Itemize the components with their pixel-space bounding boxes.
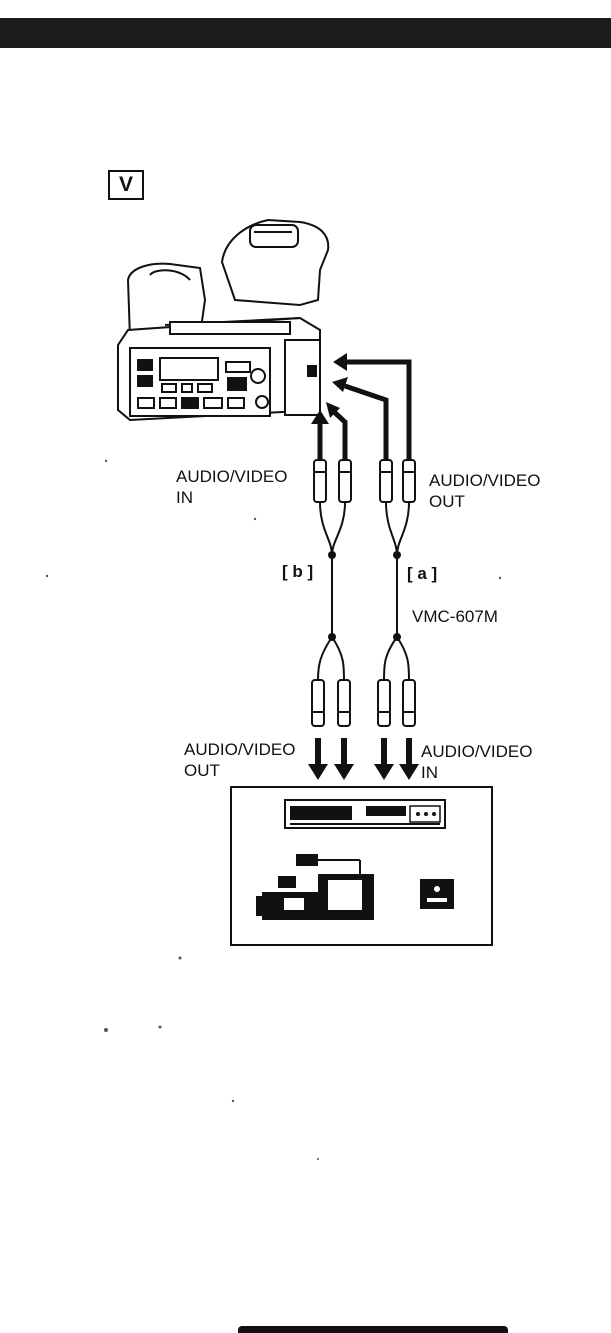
cable-model-label: VMC-607M: [412, 607, 498, 626]
device-out-line-2: OUT: [184, 761, 220, 780]
top-plugs: [313, 459, 416, 503]
camera-out-line-1: AUDIO/VIDEO: [429, 471, 541, 490]
cable-b: [317, 501, 346, 681]
device-out-line-1: AUDIO/VIDEO: [184, 740, 296, 759]
in-arrows: [317, 408, 348, 460]
bottom-plugs: [311, 679, 416, 727]
device-in-line-1: AUDIO/VIDEO: [421, 742, 533, 761]
down-arrows: [315, 738, 412, 766]
camera-in-label: AUDIO/VIDEO IN: [176, 466, 287, 508]
down-arrowheads: [308, 764, 419, 780]
device-out-label: AUDIO/VIDEO OUT: [184, 739, 295, 781]
monitor-icon: [420, 879, 454, 909]
in-arrowheads: [311, 402, 340, 424]
figure-label: V: [108, 170, 144, 200]
cable-a: [383, 501, 410, 681]
vcr-icon: [284, 799, 446, 829]
out-arrows: [344, 359, 412, 460]
top-bar: [0, 18, 611, 48]
device-in-line-2: IN: [421, 763, 438, 782]
camera-in-line-1: AUDIO/VIDEO: [176, 467, 288, 486]
cable-b-label: [ b ]: [282, 562, 314, 581]
video-camera-icon: [256, 854, 374, 920]
cable-a-label: [ a ]: [407, 564, 438, 583]
scan-specks: [45, 459, 502, 1160]
device-in-label: AUDIO/VIDEO IN: [421, 741, 532, 783]
home-indicator[interactable]: [238, 1326, 508, 1333]
out-arrowheads: [332, 353, 348, 392]
camera-out-label: AUDIO/VIDEO OUT: [429, 470, 540, 512]
camera-out-line-2: OUT: [429, 492, 465, 511]
camcorder-icon: [117, 218, 330, 422]
camera-in-line-2: IN: [176, 488, 193, 507]
